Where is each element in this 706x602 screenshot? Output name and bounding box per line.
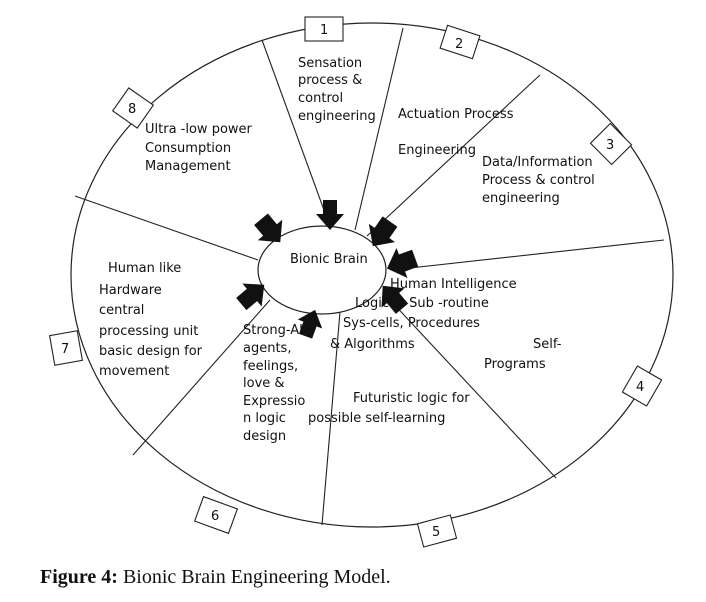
segment-7: 7 Human like Hardware central processing… [48, 261, 206, 379]
center-ellipse [257, 225, 387, 315]
segment-number: 4 [636, 380, 644, 395]
segment-1: 1 Sensation process & control engineerin… [298, 16, 376, 124]
figure-caption: Figure 4: Bionic Brain Engineering Model… [40, 566, 391, 589]
caption-label: Figure 4: [40, 566, 118, 588]
center-label: Bionic Brain [290, 252, 368, 267]
divider-lines [74, 27, 665, 526]
segment-number: 7 [61, 342, 69, 357]
arrows [236, 200, 419, 339]
arrow-right [386, 247, 419, 279]
arrow-top-right [368, 216, 398, 247]
segment-8: 8 Ultra -low power Consumption Managemen… [111, 87, 256, 174]
segment-text: Sensation process & control engineering [298, 56, 376, 124]
segment-4: 4 Human Intelligence Logic in Sub -routi… [330, 277, 663, 407]
segment-number: 8 [128, 102, 136, 117]
segment-number: 3 [606, 138, 614, 153]
segment-text: Data/Information Process & control engin… [482, 155, 599, 206]
arrow-lower-right [381, 285, 409, 314]
segment-number-box [416, 514, 458, 548]
segment-2: 2 Actuation Process Engineering [398, 24, 518, 158]
segment-number: 2 [455, 37, 463, 52]
segment-number-box [193, 495, 239, 535]
segment-number-box [304, 16, 344, 42]
segment-number: 6 [211, 509, 219, 524]
segment-3: 3 Data/Information Process & control eng… [482, 122, 633, 206]
segment-text: Strong-AI agents, feelings, love & Expre… [243, 323, 309, 444]
segment-number-box [439, 24, 481, 60]
segment-6: 6 Strong-AI agents, feelings, love & Exp… [193, 323, 309, 535]
segment-number: 1 [320, 23, 328, 38]
segment-number-box [621, 365, 663, 407]
segment-text: Actuation Process Engineering [398, 107, 518, 158]
arrow-top [316, 200, 344, 230]
segment-number: 5 [432, 525, 440, 540]
segment-text: Human like Hardware central processing u… [99, 261, 206, 379]
segment-text: Futuristic logic for possible self-learn… [308, 391, 474, 426]
segment-text: Human Intelligence Logic in Sub -routine… [330, 277, 566, 372]
segment-number-box [48, 330, 84, 366]
arrow-top-left [254, 213, 283, 243]
segment-text: Ultra -low power Consumption Management [145, 122, 256, 174]
segment-number-box [589, 122, 633, 166]
bionic-brain-diagram: Bionic Brain 1 Sensation process & contr… [48, 16, 674, 548]
caption-text: Bionic Brain Engineering Model. [117, 566, 391, 588]
segment-5: 5 Futuristic logic for possible self-lea… [308, 391, 474, 548]
outer-ellipse [70, 22, 674, 528]
segment-number-box [111, 87, 155, 129]
arrow-lower-left [236, 283, 265, 311]
arrow-bottom [297, 309, 323, 339]
